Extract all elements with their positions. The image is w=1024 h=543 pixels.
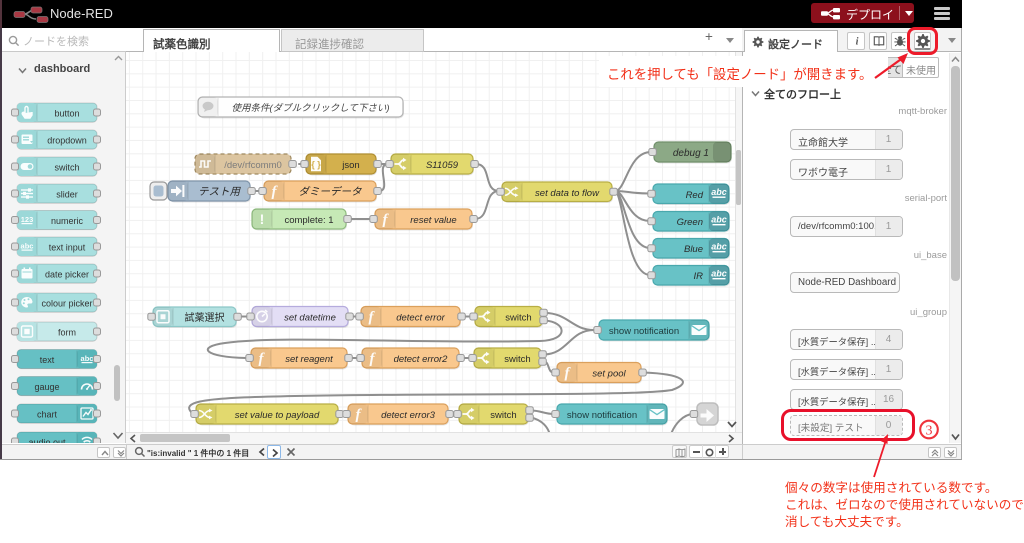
svg-text:f: f <box>565 366 572 382</box>
svg-text:chart: chart <box>37 409 58 419</box>
svg-text:reset value: reset value <box>410 215 456 226</box>
svg-text:switch: switch <box>490 410 516 421</box>
svg-text:json: json <box>341 160 359 171</box>
svg-text:Red: Red <box>686 190 704 201</box>
svg-text:slider: slider <box>56 189 78 199</box>
svg-text:f: f <box>383 212 390 228</box>
svg-text:3: 3 <box>926 424 933 439</box>
svg-text:set datetime: set datetime <box>284 313 336 324</box>
svg-text:abc: abc <box>711 269 727 279</box>
svg-text:date picker: date picker <box>45 269 89 279</box>
svg-text:switch: switch <box>504 354 530 365</box>
svg-text:/dev/rfcomm0: /dev/rfcomm0 <box>224 160 282 171</box>
svg-text:f: f <box>356 407 363 423</box>
svg-text:abc: abc <box>81 354 94 363</box>
svg-text:テスト用: テスト用 <box>198 186 241 198</box>
svg-text:audio out: audio out <box>28 437 66 443</box>
svg-text:colour picker: colour picker <box>41 298 92 308</box>
svg-text:show notification: show notification <box>609 326 679 337</box>
svg-text:f: f <box>272 184 279 200</box>
svg-text:abc: abc <box>711 215 727 225</box>
svg-text:123: 123 <box>21 215 34 224</box>
svg-text:button: button <box>54 108 79 118</box>
svg-text:text input: text input <box>49 242 86 252</box>
svg-text:!: ! <box>260 211 265 227</box>
svg-text:f: f <box>259 351 266 367</box>
svg-text:set value to payload: set value to payload <box>235 410 320 421</box>
svg-text:text: text <box>40 355 55 365</box>
svg-text:abc: abc <box>21 242 34 251</box>
svg-text:使用条件(ダブルクリックして下さい): 使用条件(ダブルクリックして下さい) <box>231 102 389 114</box>
svg-text:Blue: Blue <box>684 244 703 255</box>
svg-text:ダミーデータ: ダミーデータ <box>299 186 362 198</box>
svg-text:dropdown: dropdown <box>47 135 87 145</box>
svg-text:i: i <box>855 36 858 47</box>
svg-text:試薬選択: 試薬選択 <box>185 311 225 324</box>
svg-text:numeric: numeric <box>51 216 84 226</box>
svg-text:{ }: { } <box>311 160 321 170</box>
svg-text:form: form <box>58 327 76 337</box>
svg-text:IR: IR <box>694 271 704 282</box>
svg-text:gauge: gauge <box>34 382 59 392</box>
svg-text:abc: abc <box>711 187 727 197</box>
svg-text:complete: 1: complete: 1 <box>284 215 333 226</box>
svg-text:detect error: detect error <box>396 313 445 324</box>
svg-text:detect error2: detect error2 <box>394 354 449 365</box>
svg-text:set data to flow: set data to flow <box>535 188 600 199</box>
svg-text:S11059: S11059 <box>426 160 459 171</box>
svg-text:switch: switch <box>54 162 79 172</box>
svg-text:debug 1: debug 1 <box>673 148 709 159</box>
svg-text:Green: Green <box>677 217 703 228</box>
svg-text:switch: switch <box>505 313 531 324</box>
svg-text:detect error3: detect error3 <box>381 410 436 421</box>
svg-text:f: f <box>369 310 376 326</box>
svg-text:set reagent: set reagent <box>285 354 333 365</box>
svg-text:f: f <box>370 351 377 367</box>
svg-text:abc: abc <box>711 242 727 252</box>
svg-text:set pool: set pool <box>592 369 626 380</box>
svg-text:show notification: show notification <box>567 410 637 421</box>
